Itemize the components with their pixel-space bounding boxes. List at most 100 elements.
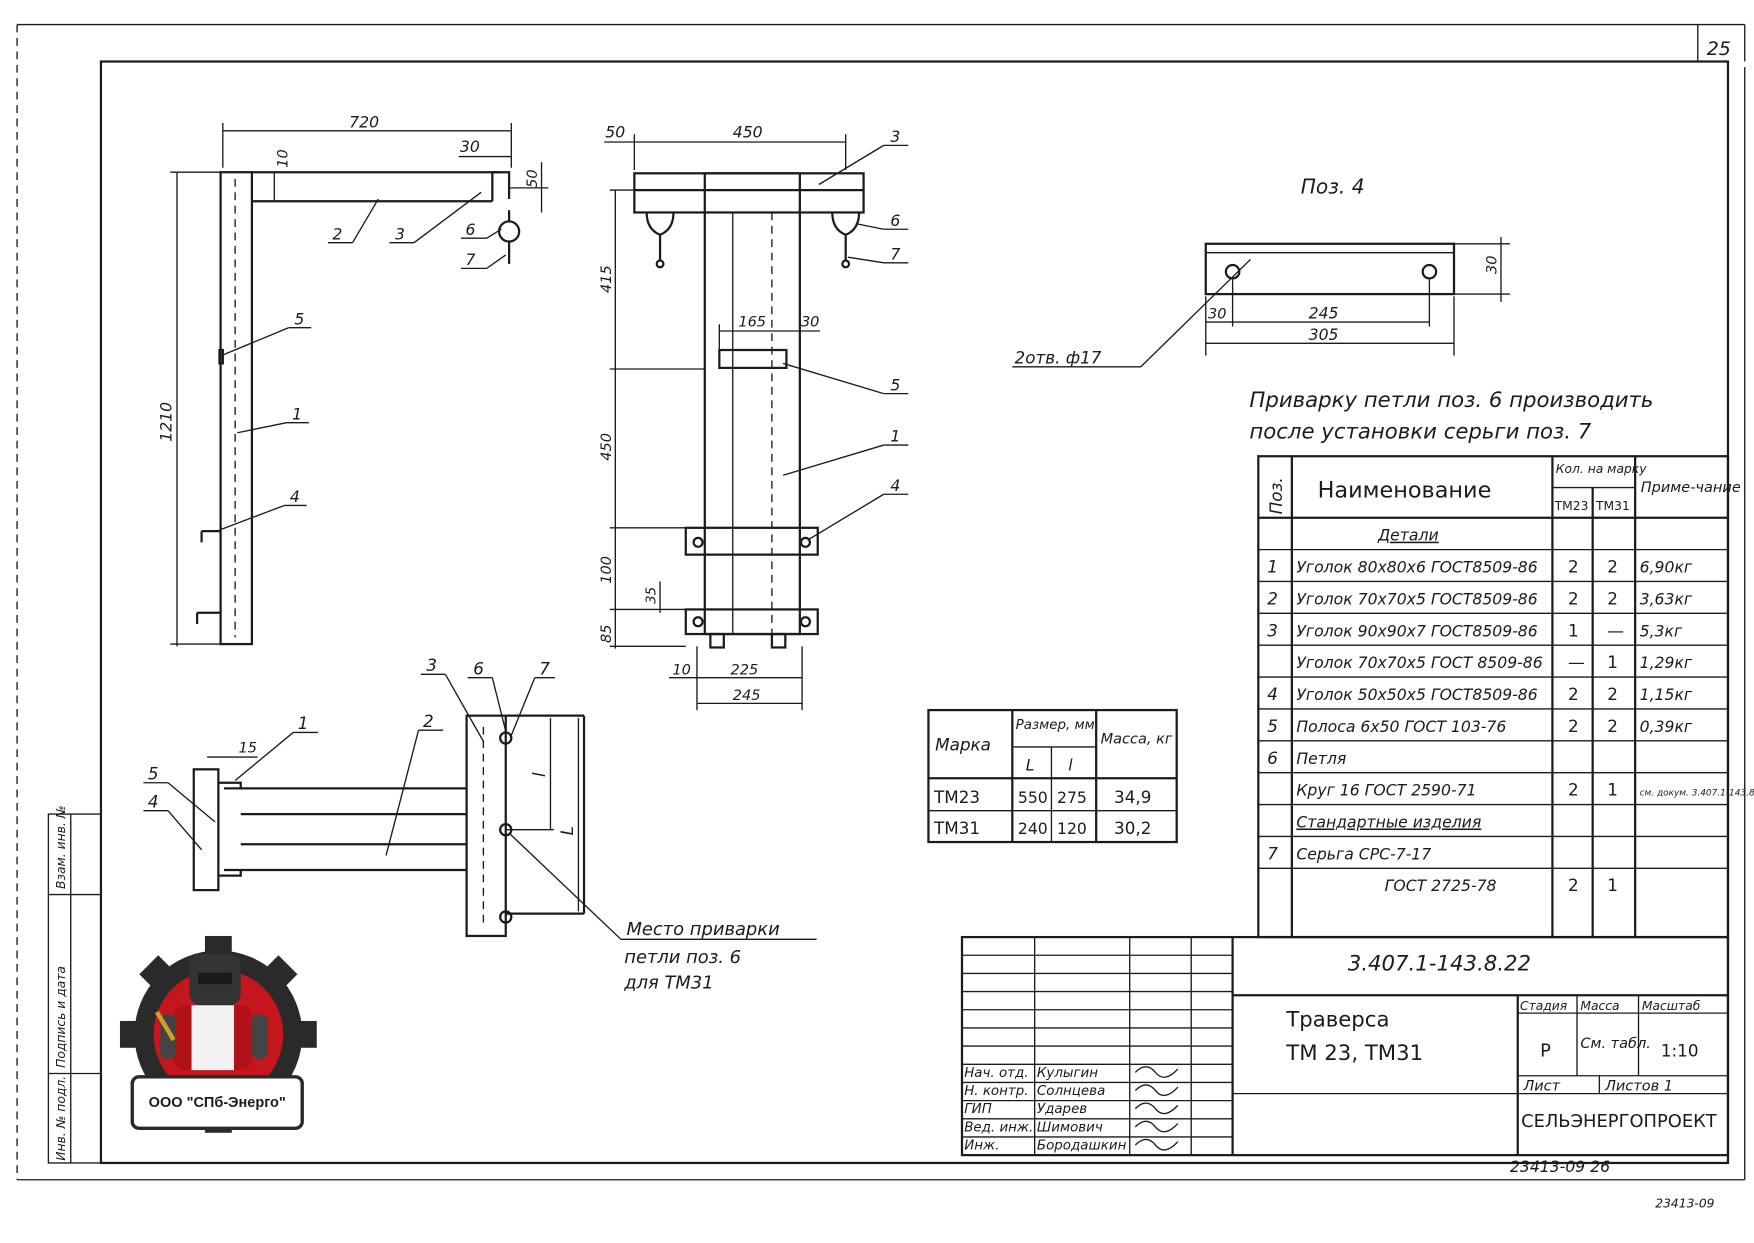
plan-callout-5: 5 — [148, 763, 159, 783]
spec-row-2-note: 6,90кг — [1640, 558, 1693, 577]
front-dim-85: 85 — [599, 624, 615, 642]
side-callout-2: 2 — [332, 224, 342, 243]
front-dim-225: 225 — [731, 662, 759, 678]
spec-row-7-note: 0,39кг — [1640, 717, 1693, 736]
side-callout-3: 3 — [395, 224, 405, 243]
spec-row-6-qty-tm31: 2 — [1607, 684, 1618, 704]
spec-row-4-note: 5,3кг — [1640, 621, 1683, 640]
title-line1: Траверса — [1285, 1008, 1389, 1033]
front-callout-3: 3 — [890, 127, 900, 146]
side-stamp-sign-date: Подпись и дата — [54, 966, 68, 1068]
company-logo: ООО "СПб-Энерго" — [119, 935, 317, 1133]
signature-5 — [1134, 1138, 1179, 1151]
plan-callout-1: 1 — [298, 713, 309, 733]
spec-name-header: Наименование — [1318, 478, 1492, 504]
front-view: 450 50 415 450 100 85 35 165 30 10 225 2… — [599, 123, 909, 711]
size-table-mass-header: Масса, кг — [1101, 732, 1173, 748]
spec-row-12-name: ГОСТ 2725-78 — [1385, 876, 1497, 895]
plan-note-line2: петли поз. 6 — [624, 947, 741, 968]
plan-callout-3: 3 — [426, 655, 437, 675]
side-dim-30: 30 — [460, 137, 480, 156]
size-row-1-L: 550 — [1018, 788, 1048, 807]
spec-row-9-name: Круг 16 ГОСТ 2590-71 — [1296, 781, 1476, 800]
front-dim-30: 30 — [801, 315, 819, 331]
plan-callout-4: 4 — [148, 791, 159, 811]
logo-plate — [130, 1075, 304, 1130]
front-dim-450-top: 450 — [733, 123, 763, 142]
front-dim-245: 245 — [733, 688, 761, 704]
pos4-title: Поз. 4 — [1301, 174, 1365, 198]
front-callout-6: 6 — [890, 211, 900, 230]
spec-row-6-name: Уголок 50х50х5 ГОСТ8509-86 — [1296, 685, 1537, 704]
spec-row-5-name: Уголок 70х70х5 ГОСТ 8509-86 — [1296, 653, 1542, 672]
signer-role-5: Инж. — [964, 1139, 999, 1154]
stage-value: Р — [1540, 1041, 1551, 1062]
size-row-1-mass: 34,9 — [1114, 787, 1151, 807]
title-block-grid — [961, 937, 1233, 1156]
spec-row-11-pos: 7 — [1267, 843, 1278, 863]
stage-header: Стадия — [1520, 999, 1567, 1013]
spec-row-4-name: Уголок 90х90х7 ГОСТ8509-86 — [1296, 621, 1537, 640]
title-block: 3.407.1-143.8.22 Траверса ТМ 23, ТМ31 Ст… — [960, 935, 1730, 1157]
pos4-dim-30: 30 — [1208, 307, 1226, 323]
spec-row-4-qty-tm31: — — [1607, 620, 1624, 640]
detail-pos4: Поз. 4 30 30 245 305 2отв. ф17 — [1012, 174, 1510, 368]
side-callout-5: 5 — [294, 309, 304, 328]
scale-value: 1:10 — [1661, 1041, 1699, 1061]
front-dim-100: 100 — [599, 556, 615, 584]
mass-value: См. табл. — [1580, 1036, 1651, 1052]
front-callout-1: 1 — [890, 427, 900, 446]
spec-row-5-qty-tm23: — — [1568, 652, 1585, 672]
org-name: СЕЛЬЭНЕРГОПРОЕКТ — [1521, 1111, 1717, 1132]
side-callout-7: 7 — [465, 250, 475, 269]
size-row-2-l: 120 — [1057, 819, 1087, 838]
size-row-2-L: 240 — [1018, 819, 1048, 838]
size-row-1-l: 275 — [1057, 788, 1087, 807]
spec-row-12-qty-tm23: 2 — [1568, 875, 1579, 895]
spec-row-7-name: Полоса 6х50 ГОСТ 103-76 — [1296, 717, 1506, 736]
signer-name-1: Кулыгин — [1037, 1066, 1098, 1081]
side-stamp-inv-replace: Взам. инв. № — [54, 805, 68, 889]
side-dim-1210: 1210 — [156, 402, 175, 442]
size-table-marka-header: Марка — [935, 734, 991, 754]
spec-row-4-qty-tm23: 1 — [1568, 620, 1579, 640]
front-callout-5: 5 — [890, 375, 900, 394]
spec-tm23-header: ТМ23 — [1554, 499, 1589, 513]
weld-note-line2: после установки серьги поз. 7 — [1249, 419, 1591, 444]
plan-dim-L: L — [557, 826, 577, 835]
size-table-L-header: L — [1026, 755, 1035, 774]
spec-row-9-note: см. докум. 3.407.1-143.8.6 — [1640, 789, 1754, 799]
spec-row-5-qty-tm31: 1 — [1607, 652, 1618, 672]
signature-3 — [1134, 1102, 1179, 1115]
pos4-hole-label: 2отв. ф17 — [1015, 347, 1102, 367]
pos4-dim-30-h: 30 — [1485, 255, 1501, 273]
plan-dim-15: 15 — [238, 741, 256, 757]
signature-2 — [1134, 1084, 1179, 1096]
spec-row-9-qty-tm31: 1 — [1607, 780, 1618, 800]
logo-text: ООО "СПб-Энерго" — [149, 1095, 286, 1111]
side-callout-6: 6 — [465, 220, 475, 239]
side-dim-720: 720 — [349, 112, 379, 131]
spec-row-7-pos: 5 — [1267, 716, 1278, 736]
spec-table: Поз. Наименование Кол. на марку ТМ23 ТМ3… — [1257, 455, 1754, 939]
side-callout-1: 1 — [292, 404, 302, 423]
spec-row-3-qty-tm23: 2 — [1568, 588, 1579, 608]
spec-pos-header: Поз. — [1266, 477, 1286, 514]
size-table-size-header: Размер, мм — [1016, 718, 1095, 733]
side-stamp: Инв. № подл. Подпись и дата Взам. инв. № — [47, 805, 102, 1164]
spec-row-6-note: 1,15кг — [1640, 685, 1693, 704]
signer-name-5: Бородашкин — [1037, 1139, 1127, 1154]
pos4-dim-305: 305 — [1309, 325, 1339, 344]
front-dim-35: 35 — [645, 587, 660, 604]
spec-note-header: Приме-чание — [1641, 480, 1741, 496]
side-callout-4: 4 — [290, 487, 300, 506]
sheet-number: 25 — [1707, 38, 1731, 60]
plan-callout-7: 7 — [539, 658, 550, 678]
size-table: Марка Размер, мм L l Масса, кг ТМ23 550 … — [927, 708, 1178, 844]
spec-row-3-qty-tm31: 2 — [1607, 588, 1618, 608]
sheets-header: Листов 1 — [1604, 1078, 1673, 1094]
bottom-number: 23413-09 26 — [1510, 1157, 1610, 1176]
doc-code: 3.407.1-143.8.22 — [1348, 952, 1531, 977]
